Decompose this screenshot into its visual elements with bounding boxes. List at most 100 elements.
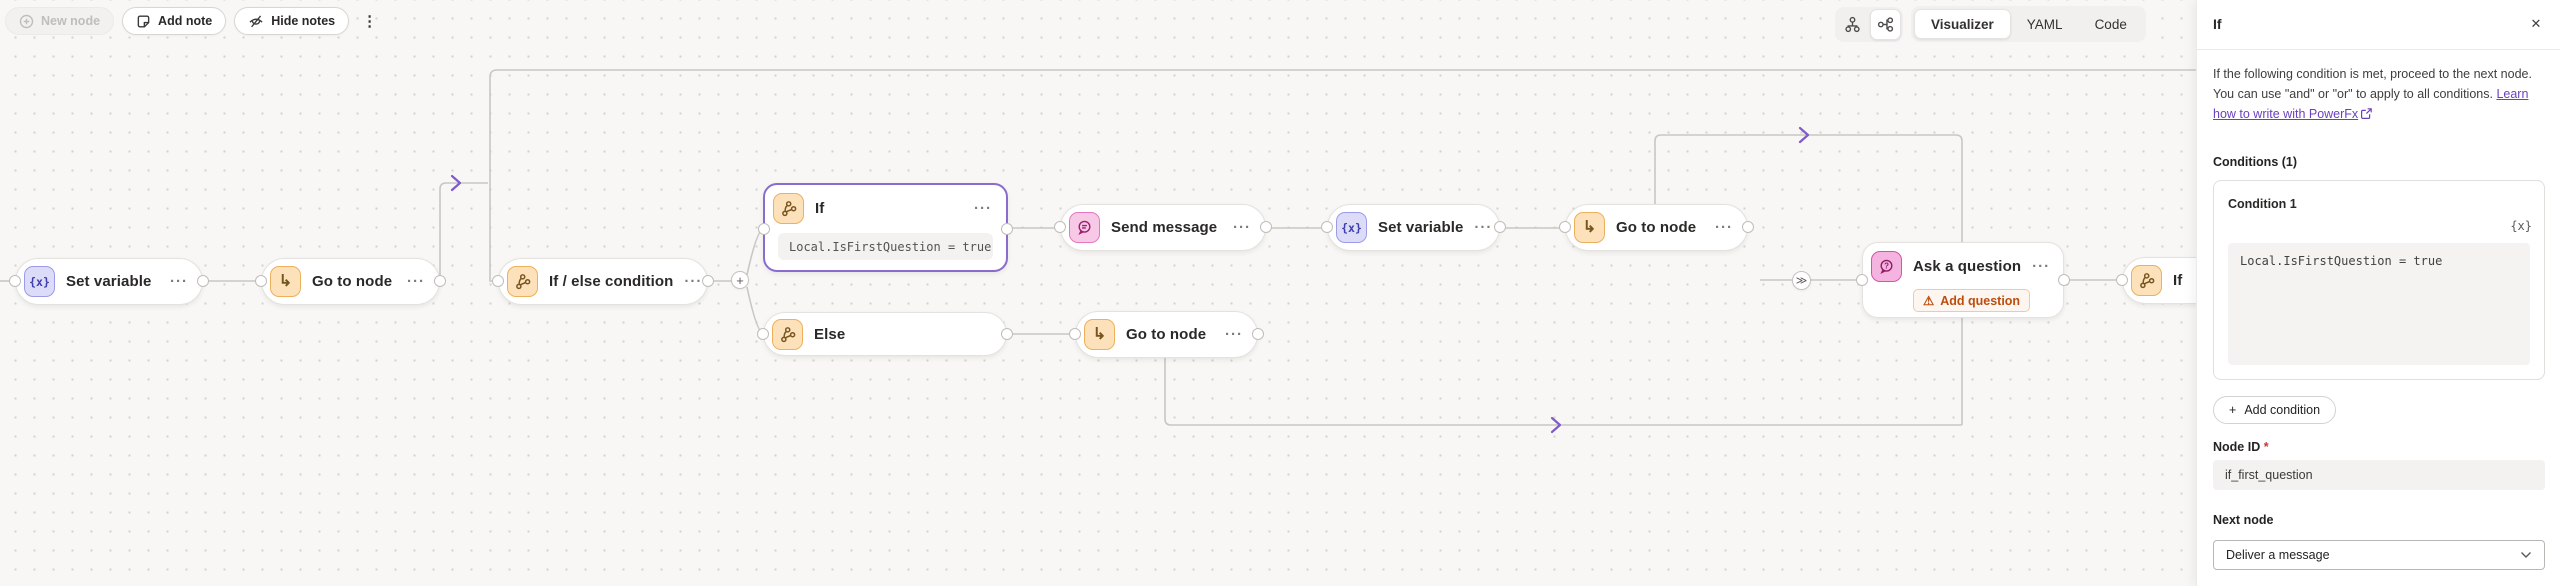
external-link-icon: [2361, 105, 2372, 125]
go-to-node-icon: ↳: [1084, 319, 1115, 350]
add-condition-button[interactable]: + Add condition: [2213, 396, 2337, 424]
input-port[interactable]: [492, 275, 504, 287]
node-if-else-condition[interactable]: If / else condition ···: [492, 258, 714, 305]
node-label: Set variable: [66, 273, 152, 290]
validation-warning-badge[interactable]: ⚠ Add question: [1913, 289, 2031, 312]
output-port[interactable]: [1001, 223, 1013, 235]
node-go-to-node-2[interactable]: ↳ Go to node ···: [1559, 204, 1754, 251]
node-send-message[interactable]: Send message ···: [1054, 204, 1272, 251]
output-port[interactable]: [1001, 328, 1013, 340]
node-menu-icon[interactable]: ···: [1233, 218, 1251, 236]
go-to-node-icon: ↳: [1574, 212, 1605, 243]
node-menu-icon[interactable]: ···: [170, 272, 188, 290]
node-label: Go to node: [1126, 326, 1207, 343]
input-port[interactable]: [255, 275, 267, 287]
input-port[interactable]: [758, 223, 770, 235]
plus-icon: +: [2229, 403, 2237, 417]
node-menu-icon[interactable]: ···: [1474, 218, 1493, 236]
output-port[interactable]: [2058, 274, 2070, 286]
node-if-selected[interactable]: If ··· Local.IsFirstQuestion = true: [758, 183, 1013, 272]
next-node-dropdown[interactable]: Deliver a message: [2213, 540, 2545, 570]
conditions-header: Conditions (1): [2213, 155, 2298, 169]
panel-header: If ✕: [2197, 0, 2560, 50]
horizontal-layout-button[interactable]: [1870, 8, 1901, 40]
node-label: Send message: [1111, 219, 1218, 236]
jump-target-marker[interactable]: ≫: [1792, 271, 1811, 290]
layout-switcher: [1835, 6, 1903, 42]
input-port[interactable]: [2116, 274, 2128, 286]
view-mode-tabs: Visualizer YAML Code: [1911, 6, 2146, 42]
node-else[interactable]: Else: [757, 312, 1013, 356]
required-asterisk: *: [2263, 440, 2269, 454]
node-menu-icon[interactable]: ···: [407, 272, 425, 290]
next-node-label: Next node: [2213, 513, 2274, 527]
input-port[interactable]: [9, 275, 21, 287]
node-label: Go to node: [1616, 219, 1697, 236]
node-label: Set variable: [1378, 219, 1464, 236]
node-label: Go to node: [312, 273, 393, 290]
canvas-toolbar: New node Add note Hide notes ⋮: [5, 7, 382, 35]
node-label: Else: [814, 325, 846, 343]
node-label: Ask a question: [1913, 258, 2022, 275]
node-ask-a-question[interactable]: ? Ask a question ··· ⚠ Add question: [1856, 242, 2070, 318]
tab-visualizer[interactable]: Visualizer: [1914, 9, 2011, 39]
node-set-variable-1[interactable]: {x} Set variable ···: [9, 258, 209, 305]
condition-title: Condition 1: [2228, 197, 2297, 211]
input-port[interactable]: [1321, 221, 1333, 233]
add-node-button[interactable]: +: [731, 271, 749, 289]
output-port[interactable]: [702, 275, 714, 287]
formula-fx-icon[interactable]: {x}: [2510, 219, 2532, 233]
vertical-layout-button[interactable]: [1837, 9, 1868, 40]
node-id-label: Node ID *: [2213, 440, 2269, 454]
powerfx-help-link[interactable]: Learn how to write with PowerFx: [2213, 87, 2529, 121]
plus-circle-icon: [19, 14, 34, 28]
output-port[interactable]: [434, 275, 446, 287]
input-port[interactable]: [1054, 221, 1066, 233]
chevron-down-icon: [2520, 548, 2532, 562]
go-to-node-icon: ↳: [270, 266, 301, 297]
output-port[interactable]: [197, 275, 209, 287]
new-node-button[interactable]: New node: [5, 7, 115, 35]
close-icon[interactable]: ✕: [2530, 16, 2542, 31]
node-menu-icon[interactable]: ···: [684, 272, 703, 290]
node-label: If: [2173, 272, 2183, 289]
node-properties-panel: If ✕ If the following condition is met, …: [2196, 0, 2560, 586]
node-menu-icon[interactable]: ···: [2032, 257, 2051, 275]
condition-expression-editor[interactable]: Local.IsFirstQuestion = true: [2228, 243, 2530, 365]
node-id-input[interactable]: if_first_question: [2213, 460, 2545, 490]
tree-horizontal-icon: [1877, 16, 1894, 32]
condition-expression: Local.IsFirstQuestion = true: [778, 233, 993, 260]
node-menu-icon[interactable]: ···: [1715, 218, 1733, 236]
add-note-button[interactable]: Add note: [122, 7, 227, 35]
input-port[interactable]: [1069, 328, 1081, 340]
output-port[interactable]: [1252, 328, 1264, 340]
ask-question-icon: ?: [1871, 251, 1902, 282]
condition-card: Condition 1 {x} Local.IsFirstQuestion = …: [2213, 180, 2545, 380]
node-menu-icon[interactable]: ···: [974, 199, 992, 217]
tab-yaml[interactable]: YAML: [2026, 16, 2063, 32]
tab-code[interactable]: Code: [2094, 16, 2127, 32]
node-set-variable-2[interactable]: {x} Set variable ···: [1321, 204, 1506, 251]
branch-icon: [2131, 265, 2162, 296]
output-port[interactable]: [1494, 221, 1506, 233]
set-variable-icon: {x}: [24, 266, 55, 297]
note-icon: [137, 14, 150, 28]
eye-off-icon: [249, 15, 263, 27]
flow-canvas[interactable]: {x} Set variable ··· ↳ Go to node ··· If…: [0, 0, 2232, 586]
input-port[interactable]: [757, 328, 769, 340]
output-port[interactable]: [1742, 221, 1754, 233]
output-port[interactable]: [1260, 221, 1272, 233]
branch-icon: [773, 193, 804, 224]
node-go-to-node-3[interactable]: ↳ Go to node ···: [1069, 311, 1264, 358]
hide-notes-button[interactable]: Hide notes: [234, 7, 350, 35]
flow-edges: [0, 69, 2196, 434]
input-port[interactable]: [1559, 221, 1571, 233]
view-toolbar: Visualizer YAML Code: [1835, 6, 2146, 42]
set-variable-icon: {x}: [1336, 212, 1367, 243]
branch-icon: [772, 318, 803, 350]
input-port[interactable]: [1856, 274, 1868, 286]
branch-icon: [507, 266, 538, 297]
node-go-to-node-1[interactable]: ↳ Go to node ···: [255, 258, 446, 305]
toolbar-overflow-menu[interactable]: ⋮: [362, 13, 378, 30]
node-menu-icon[interactable]: ···: [1225, 325, 1243, 343]
